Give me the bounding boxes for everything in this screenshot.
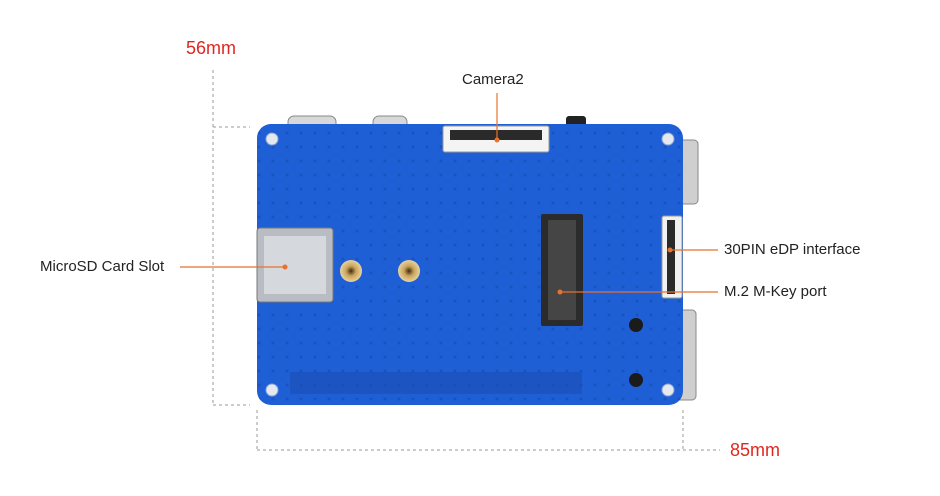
gpio-header-strip bbox=[290, 372, 582, 394]
mount-hole-tl bbox=[265, 132, 279, 146]
camera2-label: Camera2 bbox=[462, 71, 524, 88]
gold-pad-right bbox=[398, 260, 420, 282]
edp-interface-label: 30PIN eDP interface bbox=[724, 241, 861, 258]
microsd-slot bbox=[256, 227, 334, 303]
round-component-2 bbox=[629, 373, 643, 387]
microsd-slot-plate bbox=[264, 236, 326, 294]
pcb-via-pattern bbox=[257, 124, 683, 405]
m2-slot bbox=[541, 214, 583, 326]
width-dimension-label: 85mm bbox=[730, 440, 781, 460]
edp-leader-dot bbox=[667, 247, 673, 253]
edp-connector bbox=[661, 215, 683, 299]
microsd-slot-label: MicroSD Card Slot bbox=[40, 258, 165, 275]
mount-hole-bl bbox=[265, 383, 279, 397]
microsd-leader-dot bbox=[282, 264, 288, 270]
gpio-header bbox=[290, 372, 582, 394]
gold-pad-left bbox=[340, 260, 362, 282]
m2-slot-inner bbox=[548, 220, 576, 320]
camera2-connector-slot bbox=[450, 130, 542, 140]
leader-dots bbox=[282, 137, 673, 295]
mount-hole-tr bbox=[661, 132, 675, 146]
mounting-holes bbox=[265, 132, 675, 397]
camera2-leader-dot bbox=[494, 137, 500, 143]
edp-connector-slot bbox=[667, 220, 675, 294]
mount-hole-br bbox=[661, 383, 675, 397]
dimension-guides bbox=[212, 70, 720, 451]
round-component-1 bbox=[629, 318, 643, 332]
height-dimension-label: 56mm bbox=[186, 38, 237, 58]
m2-port-label: M.2 M-Key port bbox=[724, 283, 827, 300]
leader-lines bbox=[180, 93, 718, 293]
m2-leader-dot bbox=[557, 289, 563, 295]
